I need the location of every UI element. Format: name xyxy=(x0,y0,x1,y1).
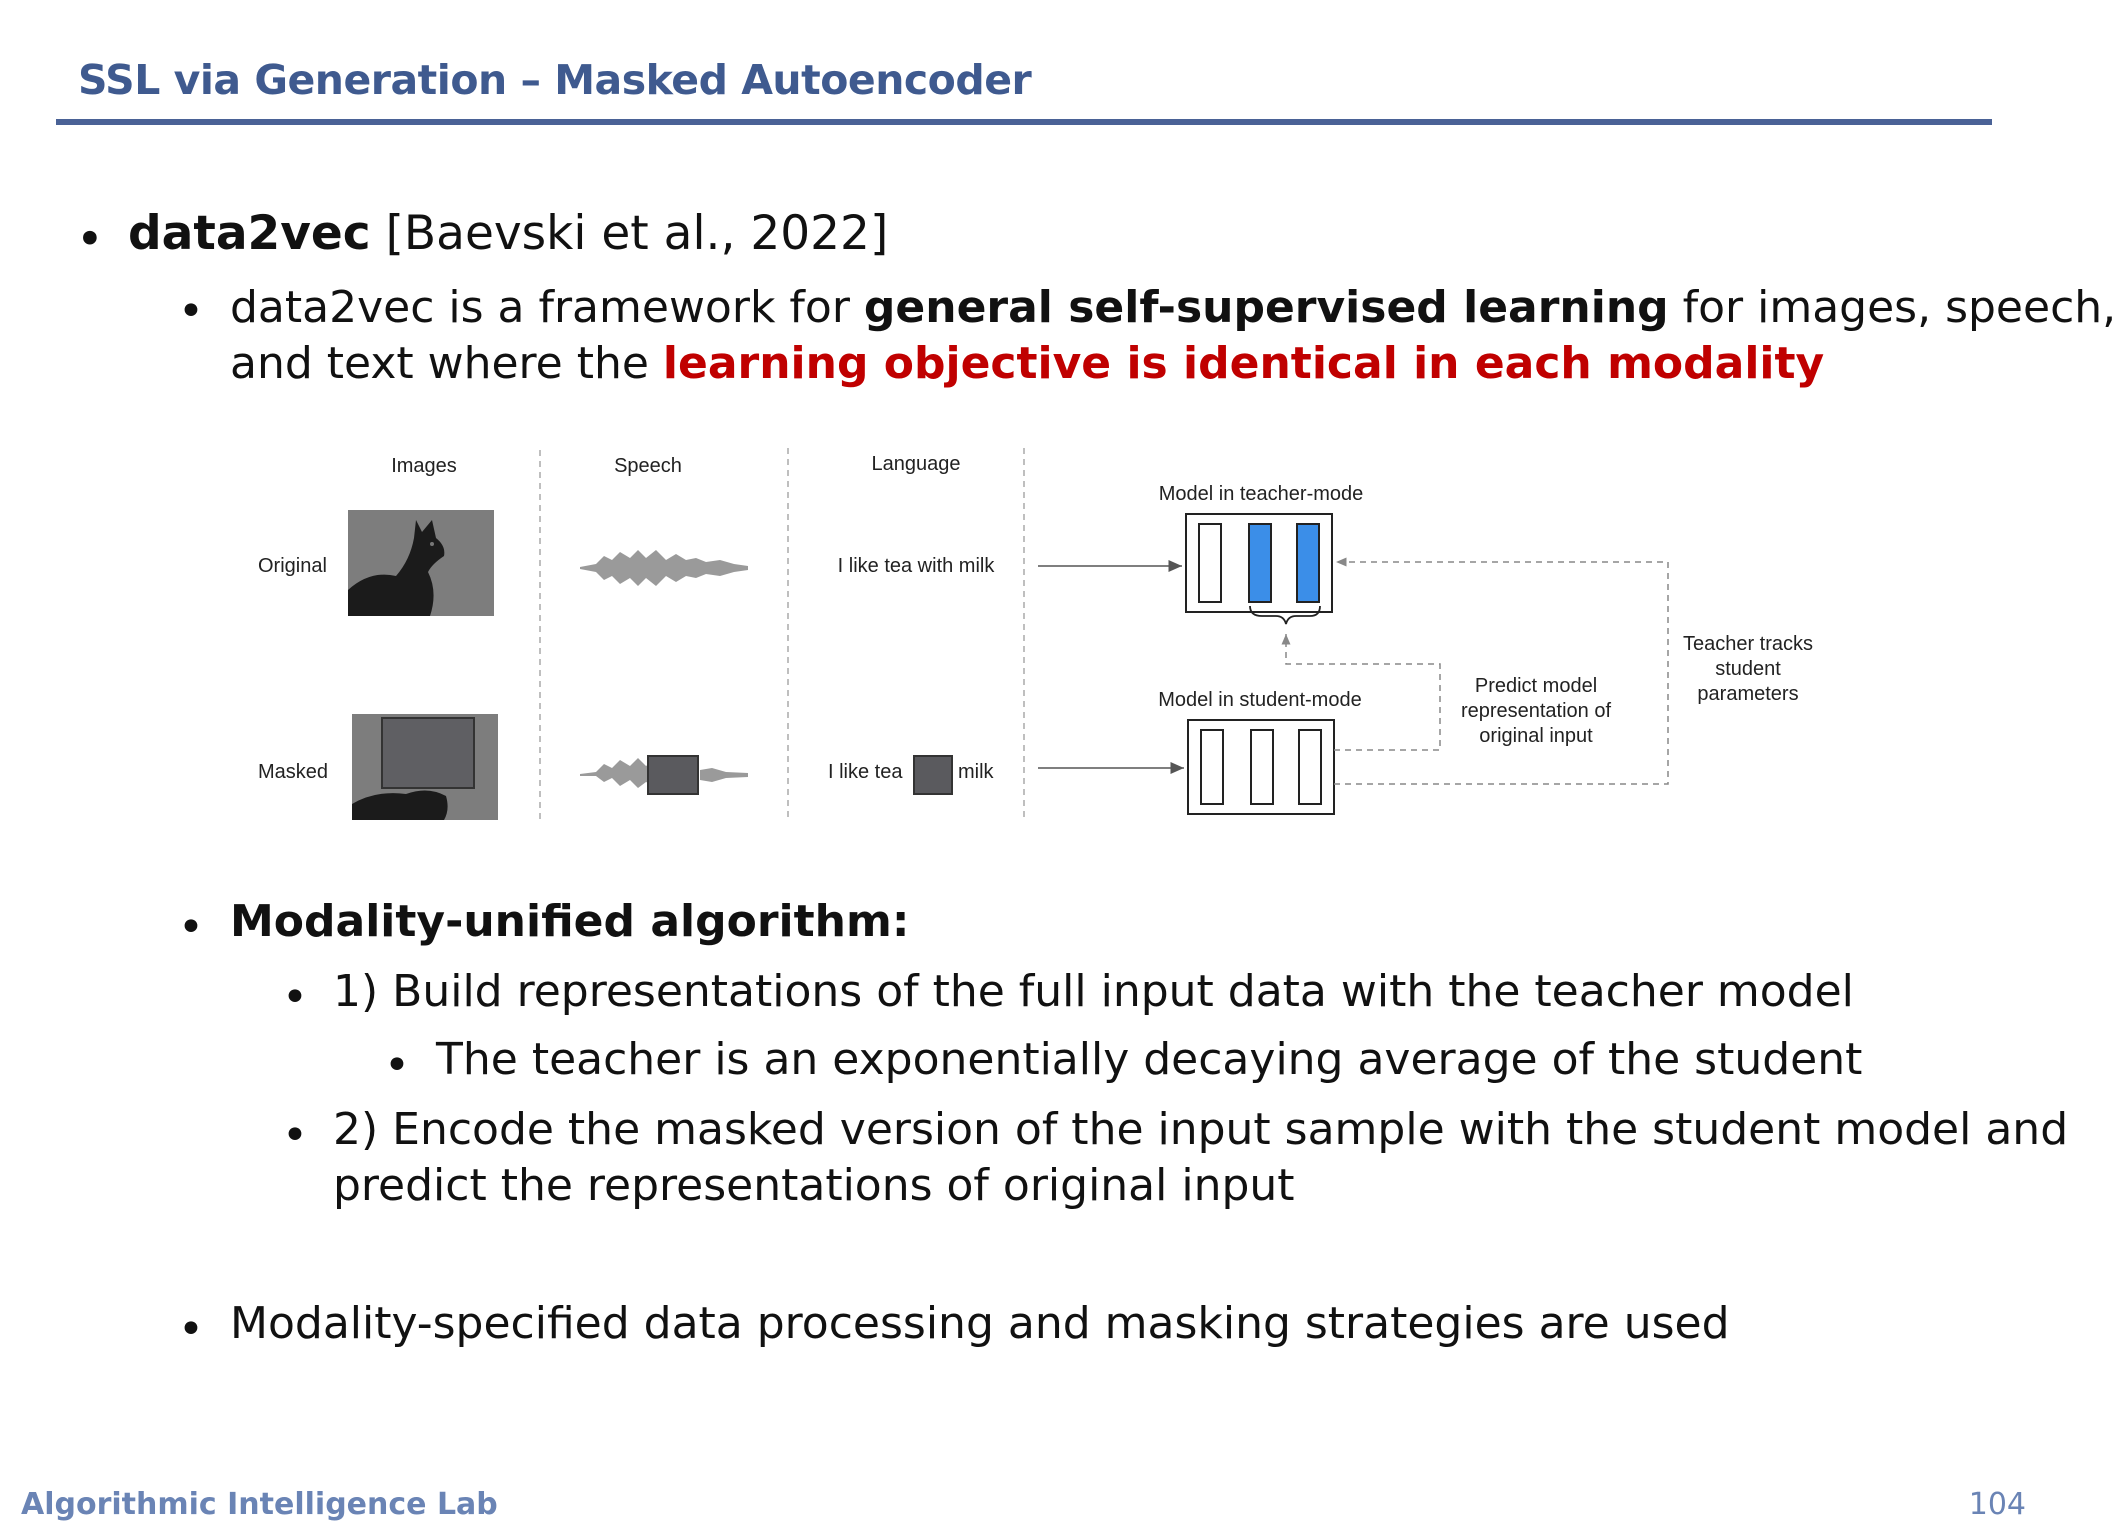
page-number: 104 xyxy=(1968,1487,2026,1522)
predict-label-line3: original input xyxy=(1479,725,1593,747)
predict-connector xyxy=(1281,634,1441,751)
bullet-icon: • xyxy=(76,212,104,267)
bullet-icon: • xyxy=(178,902,204,953)
bullet-teacher-ema: The teacher is an exponentially decaying… xyxy=(436,1034,1863,1085)
bullet-description-line1: data2vec is a framework for general self… xyxy=(230,282,2116,333)
bullet-step2-line2: predict the representations of original … xyxy=(333,1160,1295,1211)
emphasis-general-ssl: general self-supervised learning xyxy=(863,282,1669,333)
column-label-images: Images xyxy=(391,455,457,477)
bullet-step1: 1) Build representations of the full inp… xyxy=(333,966,1854,1017)
masked-dog-image xyxy=(352,714,498,820)
tracks-label-line3: parameters xyxy=(1697,683,1798,705)
column-label-speech: Speech xyxy=(614,455,682,477)
citation-text: [Baevski et al., 2022] xyxy=(370,206,889,261)
teacher-output-brace xyxy=(1249,605,1321,625)
language-mask-block xyxy=(913,755,953,795)
bullet-data2vec: data2vec [Baevski et al., 2022] xyxy=(128,206,888,261)
data2vec-term: data2vec xyxy=(128,206,371,261)
masked-waveform xyxy=(580,755,748,795)
teacher-tracks-connector xyxy=(1334,557,1669,785)
speech-mask-block xyxy=(647,755,699,795)
original-dog-image xyxy=(348,510,494,616)
bullet-description-line2: and text where the learning objective is… xyxy=(230,338,1825,389)
emphasis-identical-objective: learning objective is identical in each … xyxy=(662,338,1825,389)
masked-sentence-start: I like tea xyxy=(828,761,903,783)
row-label-masked: Masked xyxy=(258,761,328,783)
bullet-icon: • xyxy=(384,1040,410,1091)
bullet-modality-specified: Modality-specified data processing and m… xyxy=(230,1298,1730,1349)
student-model-box xyxy=(1187,719,1335,815)
column-label-language: Language xyxy=(872,453,961,475)
data2vec-diagram: Images Speech Language Original Masked I… xyxy=(258,448,1813,820)
bullet-modality-unified: Modality-unified algorithm: xyxy=(230,896,910,947)
title-divider xyxy=(56,119,1992,125)
student-model-label: Model in student-mode xyxy=(1158,689,1361,711)
teacher-model-label: Model in teacher-mode xyxy=(1159,483,1364,505)
bullet-icon: • xyxy=(282,1110,308,1161)
slide-title: SSL via Generation – Masked Autoencoder xyxy=(78,56,1032,104)
tracks-label-line2: student xyxy=(1715,658,1781,680)
footer-lab-name: Algorithmic Intelligence Lab xyxy=(21,1487,498,1522)
bullet-icon: • xyxy=(282,972,308,1023)
original-waveform xyxy=(580,550,748,586)
bullet-step2-line1: 2) Encode the masked version of the inpu… xyxy=(333,1104,2069,1155)
tracks-label-line1: Teacher tracks xyxy=(1683,633,1813,655)
original-sentence: I like tea with milk xyxy=(838,555,996,577)
bullet-icon: • xyxy=(178,286,204,337)
masked-sentence-end: milk xyxy=(958,761,995,783)
bullet-icon: • xyxy=(178,1304,204,1355)
teacher-model-box xyxy=(1185,513,1333,613)
predict-label-line1: Predict model xyxy=(1475,675,1597,697)
predict-label-line2: representation of xyxy=(1461,700,1612,722)
row-label-original: Original xyxy=(258,555,327,577)
